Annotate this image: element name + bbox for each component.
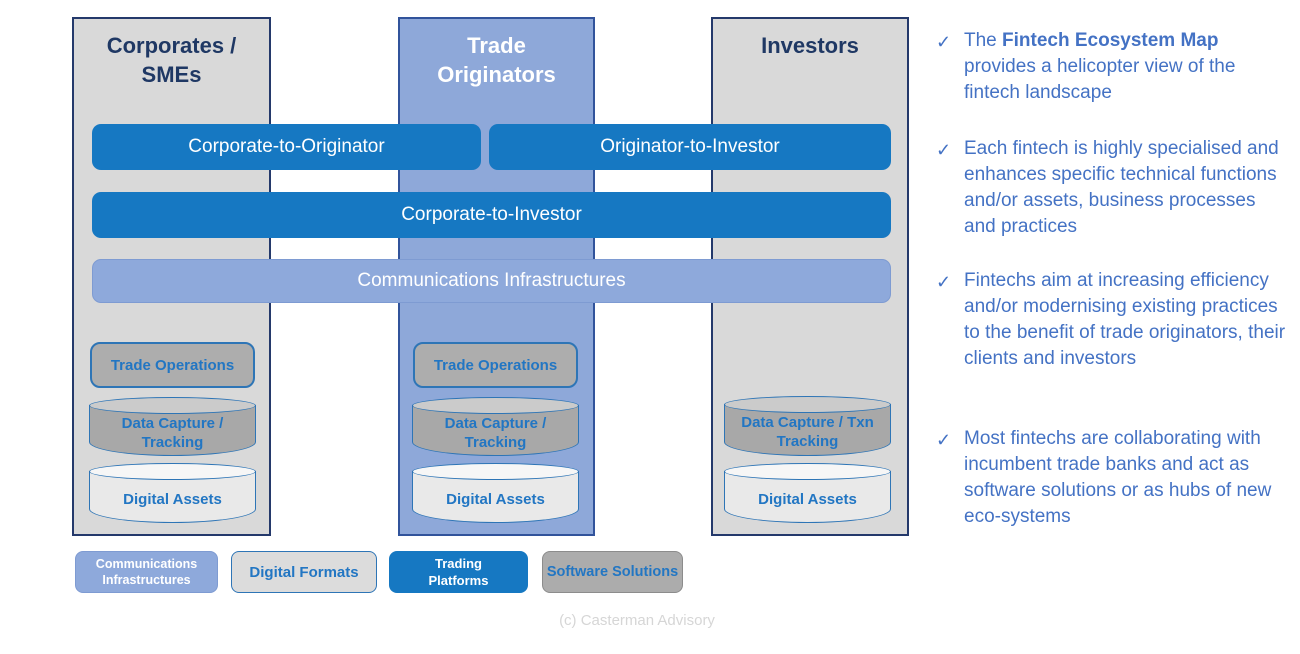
cylinder-label: Data Capture / Tracking bbox=[444, 415, 547, 451]
bar-corporate-to-investor: Corporate-to-Investor bbox=[92, 192, 891, 238]
cylinder-label: Digital Assets bbox=[123, 491, 222, 508]
cylinder-top bbox=[724, 396, 891, 413]
bullet-efficiency: ✓ Fintechs aim at increasing efficiency … bbox=[936, 268, 1288, 372]
legend-software-solutions: Software Solutions bbox=[542, 551, 683, 593]
box-trade-operations-corporates: Trade Operations bbox=[90, 342, 255, 388]
checkmark-icon: ✓ bbox=[936, 272, 952, 292]
column-title-corporates-smes: Corporates / SMEs bbox=[106, 33, 237, 87]
box-trade-operations-originators: Trade Operations bbox=[413, 342, 578, 388]
cylinder-digital-assets-originators: Digital Assets bbox=[412, 463, 579, 523]
bar-originator-to-investor: Originator-to-Investor bbox=[489, 124, 891, 170]
bullet-text: The Fintech Ecosystem Map provides a hel… bbox=[964, 30, 1236, 103]
legend-communications-infrastructures: Communications Infrastructures bbox=[75, 551, 218, 593]
checkmark-icon: ✓ bbox=[936, 140, 952, 160]
cylinder-label: Data Capture / Txn Tracking bbox=[741, 414, 874, 450]
footer-copyright: (c) Casterman Advisory bbox=[559, 612, 715, 629]
bullet-collaborating: ✓ Most fintechs are collaborating with i… bbox=[936, 426, 1288, 530]
bar-corporate-to-originator: Corporate-to-Originator bbox=[92, 124, 481, 170]
cylinder-top bbox=[89, 397, 256, 414]
cylinder-top bbox=[412, 463, 579, 480]
cylinder-label: Digital Assets bbox=[758, 491, 857, 508]
cylinder-top bbox=[412, 397, 579, 414]
bullet-text: Each fintech is highly specialised and e… bbox=[964, 138, 1279, 237]
cylinder-label: Data Capture / Tracking bbox=[121, 415, 224, 451]
cylinder-label: Digital Assets bbox=[446, 491, 545, 508]
bullet-text: Most fintechs are collaborating with inc… bbox=[964, 428, 1272, 527]
cylinder-top bbox=[724, 463, 891, 480]
cylinder-data-capture-txn-tracking-investors: Data Capture / Txn Tracking bbox=[724, 396, 891, 456]
checkmark-icon: ✓ bbox=[936, 430, 952, 450]
column-title-investors: Investors bbox=[761, 33, 859, 58]
checkmark-icon: ✓ bbox=[936, 32, 952, 52]
cylinder-top bbox=[89, 463, 256, 480]
bullet-ecosystem-map: ✓ The Fintech Ecosystem Map provides a h… bbox=[936, 28, 1288, 106]
bar-communications-infrastructures: Communications Infrastructures bbox=[92, 259, 891, 303]
legend-trading-platforms: Trading Platforms bbox=[389, 551, 528, 593]
bullet-text: Fintechs aim at increasing efficiency an… bbox=[964, 270, 1286, 369]
cylinder-digital-assets-investors: Digital Assets bbox=[724, 463, 891, 523]
cylinder-data-capture-tracking-originators: Data Capture / Tracking bbox=[412, 397, 579, 456]
bullet-specialised: ✓ Each fintech is highly specialised and… bbox=[936, 136, 1288, 240]
cylinder-data-capture-tracking-corporates: Data Capture / Tracking bbox=[89, 397, 256, 456]
legend-digital-formats: Digital Formats bbox=[231, 551, 377, 593]
column-title-trade-originators: Trade Originators bbox=[437, 33, 556, 87]
cylinder-digital-assets-corporates: Digital Assets bbox=[89, 463, 256, 523]
